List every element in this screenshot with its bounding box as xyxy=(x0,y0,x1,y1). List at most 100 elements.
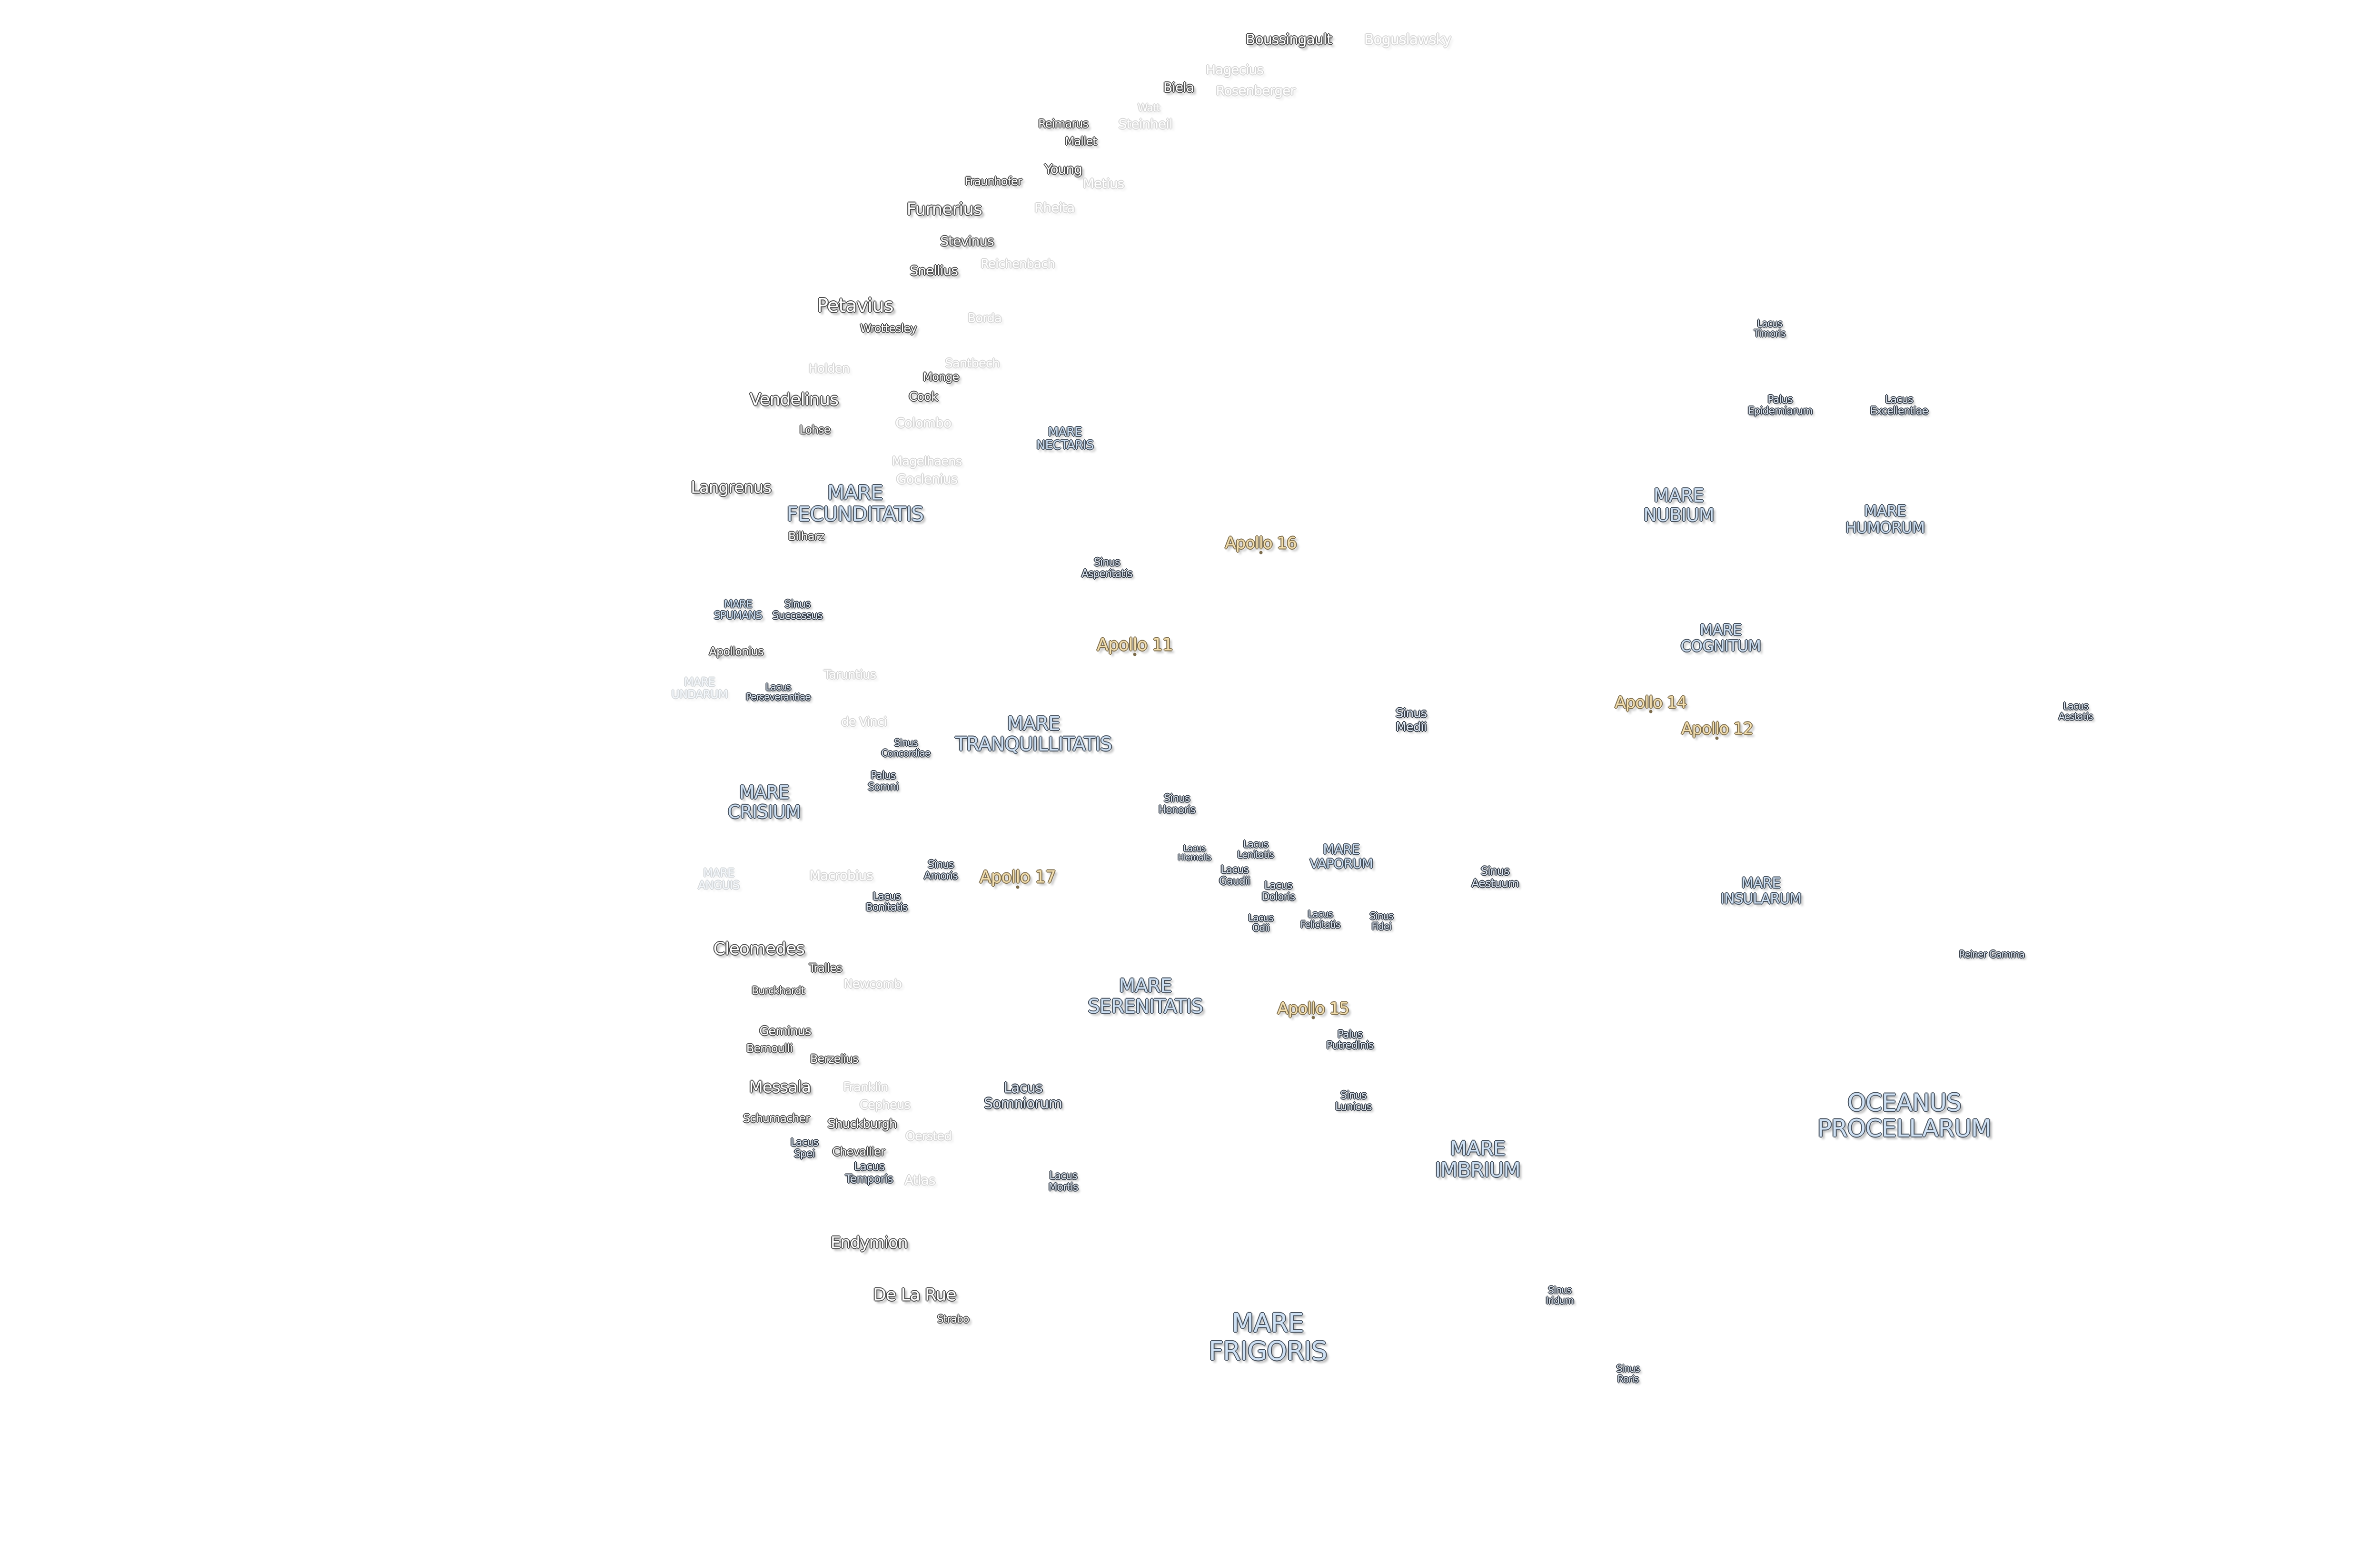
crater-label-tralles[interactable]: Tralles xyxy=(809,961,842,975)
feature-label-lacus-excellentiae[interactable]: Lacus Excellentiae xyxy=(1870,394,1929,417)
feature-label-lacus-timoris[interactable]: Lacus Timoris xyxy=(1754,317,1786,339)
crater-label-schumacher[interactable]: Schumacher xyxy=(743,1112,810,1126)
crater-label-rheita[interactable]: Rheita xyxy=(1034,200,1075,216)
crater-label-wrottesley[interactable]: Wrottesley xyxy=(860,321,917,335)
crater-label-steinheil[interactable]: Steinheil xyxy=(1118,116,1173,132)
crater-label-mallet[interactable]: Mallet xyxy=(1064,134,1097,148)
crater-label-cook[interactable]: Cook xyxy=(909,389,938,404)
crater-label-petavius[interactable]: Petavius xyxy=(817,295,893,317)
crater-label-boussingault[interactable]: Boussingault xyxy=(1245,31,1332,49)
feature-label-sinus-concordiae[interactable]: Sinus Concordiae xyxy=(881,737,931,759)
feature-label-lacus-bonitatis[interactable]: Lacus Bonitatis xyxy=(865,890,908,914)
crater-label-reimarus[interactable]: Reimarus xyxy=(1038,117,1089,130)
feature-label-sinus-aestuum[interactable]: Sinus Aestuum xyxy=(1471,864,1519,890)
crater-label-holden[interactable]: Holden xyxy=(808,362,850,376)
feature-label-palus-epidemiarum[interactable]: Palus Epidemiarum xyxy=(1747,394,1813,417)
crater-label-metius[interactable]: Metius xyxy=(1082,175,1124,191)
landing-site-apollo-11[interactable]: Apollo 11 xyxy=(1097,635,1173,655)
crater-label-macrobius[interactable]: Macrobius xyxy=(809,868,873,884)
crater-label-monge[interactable]: Monge xyxy=(922,370,960,384)
landing-site-apollo-16[interactable]: Apollo 16 xyxy=(1225,534,1297,554)
feature-label-sinus-asperitatis[interactable]: Sinus Asperitatis xyxy=(1081,556,1132,580)
crater-label-colombo[interactable]: Colombo xyxy=(895,415,952,431)
crater-label-berzelius[interactable]: Berzelius xyxy=(810,1052,859,1066)
mare-label-mare-serenitatis[interactable]: MARE SERENITATIS xyxy=(1088,975,1203,1018)
feature-label-sinus-lunicus[interactable]: Sinus Lunicus xyxy=(1335,1089,1372,1113)
crater-label-de-vinci[interactable]: de Vinci xyxy=(841,715,887,730)
feature-label-lacus-perseverantiae[interactable]: Lacus Perseverantiae xyxy=(745,681,811,703)
crater-label-boguslawsky[interactable]: Boguslawsky xyxy=(1364,31,1452,49)
crater-label-magelhaens[interactable]: Magelhaens xyxy=(892,454,962,469)
feature-label-sinus-roris[interactable]: Sinus Roris xyxy=(1616,1363,1640,1385)
feature-label-sinus-medii[interactable]: Sinus Medii xyxy=(1395,706,1427,734)
crater-label-de-la-rue[interactable]: De La Rue xyxy=(873,1285,956,1305)
crater-label-borda[interactable]: Borda xyxy=(967,311,1002,326)
crater-label-strabo[interactable]: Strabo xyxy=(937,1314,970,1326)
crater-label-watt[interactable]: Watt xyxy=(1137,102,1160,114)
crater-label-geminus[interactable]: Geminus xyxy=(759,1024,811,1039)
mare-label-mare-nubium[interactable]: MARE NUBIUM xyxy=(1643,484,1714,525)
crater-label-fraunhofer[interactable]: Fraunhofer xyxy=(964,175,1022,188)
crater-label-endymion[interactable]: Endymion xyxy=(830,1233,908,1253)
crater-label-furnerius[interactable]: Furnerius xyxy=(906,199,982,219)
crater-label-snellius[interactable]: Snellius xyxy=(910,263,958,279)
feature-label-lacus-doloris[interactable]: Lacus Doloris xyxy=(1261,880,1296,903)
feature-label-sinus-fidei[interactable]: Sinus Fidei xyxy=(1369,910,1394,932)
landing-site-apollo-14[interactable]: Apollo 14 xyxy=(1615,693,1687,712)
feature-label-sinus-successus[interactable]: Sinus Successus xyxy=(772,598,823,622)
feature-label-sinus-honoris[interactable]: Sinus Honoris xyxy=(1158,792,1196,816)
mare-label-mare-imbrium[interactable]: MARE IMBRIUM xyxy=(1435,1137,1521,1182)
feature-label-sinus-amoris[interactable]: Sinus Amoris xyxy=(924,859,958,882)
feature-label-lacus-gaudii[interactable]: Lacus Gaudii xyxy=(1219,864,1250,888)
feature-label-sinus-iridum[interactable]: Sinus Iridum xyxy=(1546,1284,1574,1306)
feature-label-lacus-mortis[interactable]: Lacus Mortis xyxy=(1048,1170,1079,1194)
crater-label-langrenus[interactable]: Langrenus xyxy=(691,478,772,497)
crater-label-stevinus[interactable]: Stevinus xyxy=(940,233,994,249)
mare-label-mare-undarum[interactable]: MARE UNDARUM xyxy=(671,675,728,702)
crater-label-cleomedes[interactable]: Cleomedes xyxy=(713,939,805,959)
crater-label-franklin[interactable]: Franklin xyxy=(843,1080,888,1095)
mare-label-mare-anguis[interactable]: MARE ANGUIS xyxy=(698,866,740,892)
crater-label-shuckburgh[interactable]: Shuckburgh xyxy=(827,1117,897,1131)
crater-label-atlas[interactable]: Atlas xyxy=(904,1172,935,1188)
landing-site-apollo-17[interactable]: Apollo 17 xyxy=(980,867,1056,887)
mare-label-mare-vaporum[interactable]: MARE VAPORUM xyxy=(1309,841,1373,871)
feature-label-lacus-somniorum[interactable]: Lacus Somniorum xyxy=(984,1079,1062,1112)
feature-label-lacus-hiemalis[interactable]: Lacus Hiemalis xyxy=(1178,843,1211,863)
crater-label-santbech[interactable]: Santbech xyxy=(945,356,1000,371)
crater-label-biela[interactable]: Biela xyxy=(1163,79,1194,95)
mare-label-mare-humorum[interactable]: MARE HUMORUM xyxy=(1845,502,1925,537)
crater-label-burckhardt[interactable]: Burckhardt xyxy=(752,985,805,997)
crater-label-reichenbach[interactable]: Reichenbach xyxy=(981,257,1055,271)
landing-site-apollo-12[interactable]: Apollo 12 xyxy=(1681,719,1753,739)
landing-site-apollo-15[interactable]: Apollo 15 xyxy=(1277,999,1349,1018)
mare-label-mare-spumans[interactable]: MARE SPUMANS xyxy=(714,598,763,622)
feature-label-lacus-aestatis[interactable]: Lacus Aestatis xyxy=(2058,700,2093,722)
crater-label-rosenberger[interactable]: Rosenberger xyxy=(1216,82,1295,99)
crater-label-young[interactable]: Young xyxy=(1044,161,1082,178)
mare-label-mare-fecunditatis[interactable]: MARE FECUNDITATIS xyxy=(786,481,924,526)
feature-label-lacus-odii[interactable]: Lacus Odii xyxy=(1248,911,1273,934)
feature-label-lacus-lenitatis[interactable]: Lacus Lenitatis xyxy=(1237,838,1274,860)
crater-label-hagecius[interactable]: Hagecius xyxy=(1206,61,1264,78)
crater-label-taruntius[interactable]: Taruntius xyxy=(823,667,876,682)
crater-label-vendelinus[interactable]: Vendelinus xyxy=(749,390,839,410)
mare-label-mare-insularum[interactable]: MARE INSULARUM xyxy=(1720,875,1802,908)
crater-label-goclenius[interactable]: Goclenius xyxy=(896,471,958,487)
crater-label-lohse[interactable]: Lohse xyxy=(799,423,831,436)
feature-label-lacus-temporis[interactable]: Lacus Temporis xyxy=(845,1159,893,1186)
crater-label-chevallier[interactable]: Chevallier xyxy=(832,1145,885,1158)
crater-label-oersted[interactable]: Oersted xyxy=(905,1129,952,1144)
feature-label-palus-putredinis[interactable]: Palus Putredinis xyxy=(1326,1028,1374,1052)
mare-label-mare-nectaris[interactable]: MARE NECTARIS xyxy=(1036,425,1094,453)
mare-label-mare-cognitum[interactable]: MARE COGNITUM xyxy=(1680,621,1761,655)
crater-label-apollonius[interactable]: Apollonius xyxy=(709,645,764,659)
crater-label-newcomb[interactable]: Newcomb xyxy=(843,977,902,992)
feature-label-reiner-gamma[interactable]: Reiner Gamma xyxy=(1959,948,2024,960)
crater-label-bernoulli[interactable]: Bernoulli xyxy=(746,1042,793,1056)
mare-label-mare-crisium[interactable]: MARE CRISIUM xyxy=(727,782,801,823)
mare-label-mare-frigoris[interactable]: MARE FRIGORIS xyxy=(1208,1308,1328,1366)
feature-label-lacus-spei[interactable]: Lacus Spei xyxy=(790,1137,819,1160)
feature-label-lacus-felicitatis[interactable]: Lacus Felicitatis xyxy=(1300,908,1340,930)
